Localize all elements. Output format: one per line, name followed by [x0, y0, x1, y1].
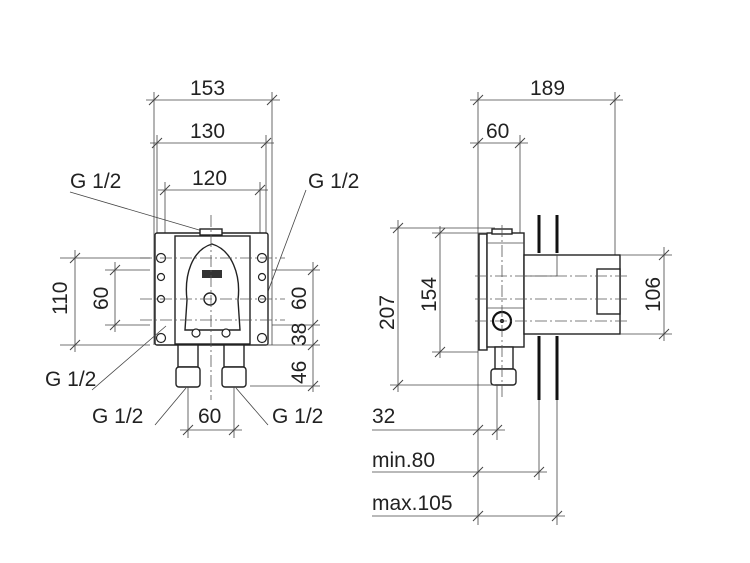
label-thread-side-left: G 1/2	[45, 368, 96, 391]
label-thread-top-right: G 1/2	[308, 170, 359, 193]
dim-height-extension: 106	[642, 277, 665, 312]
valve-body	[184, 243, 241, 331]
dim-width-overall: 153	[190, 77, 225, 100]
dim-min-wall: min.80	[372, 449, 435, 472]
outlet-cold	[223, 344, 245, 368]
dim-height-right-mid: 38	[288, 323, 311, 346]
wall-lines	[537, 215, 559, 400]
dim-width-inner: 120	[192, 167, 227, 190]
dim-offset: 32	[372, 405, 395, 428]
side-view: 189 60 207 154	[372, 77, 672, 525]
dim-height-overall: 207	[376, 295, 399, 330]
dim-height-left-outer: 110	[49, 282, 72, 315]
dim-depth-body: 60	[486, 120, 509, 143]
label-thread-bottom-left: G 1/2	[92, 405, 143, 428]
dim-height-right-upper: 60	[288, 287, 311, 310]
dim-outlet-spacing: 60	[198, 405, 221, 428]
label-thread-top-left: G 1/2	[70, 170, 121, 193]
dim-height-left-inner: 60	[90, 287, 113, 310]
dim-height-right-lower: 46	[288, 361, 311, 384]
front-view: 153 130 120 G 1/2 G 1/2	[45, 77, 359, 438]
side-plate	[478, 233, 488, 351]
dim-height-body: 154	[418, 277, 441, 312]
dim-max-wall: max.105	[372, 492, 453, 515]
label-thread-bottom-right: G 1/2	[272, 405, 323, 428]
dim-depth-overall: 189	[530, 77, 565, 100]
outlet-hot	[177, 344, 199, 368]
dim-width-mid: 130	[190, 120, 225, 143]
